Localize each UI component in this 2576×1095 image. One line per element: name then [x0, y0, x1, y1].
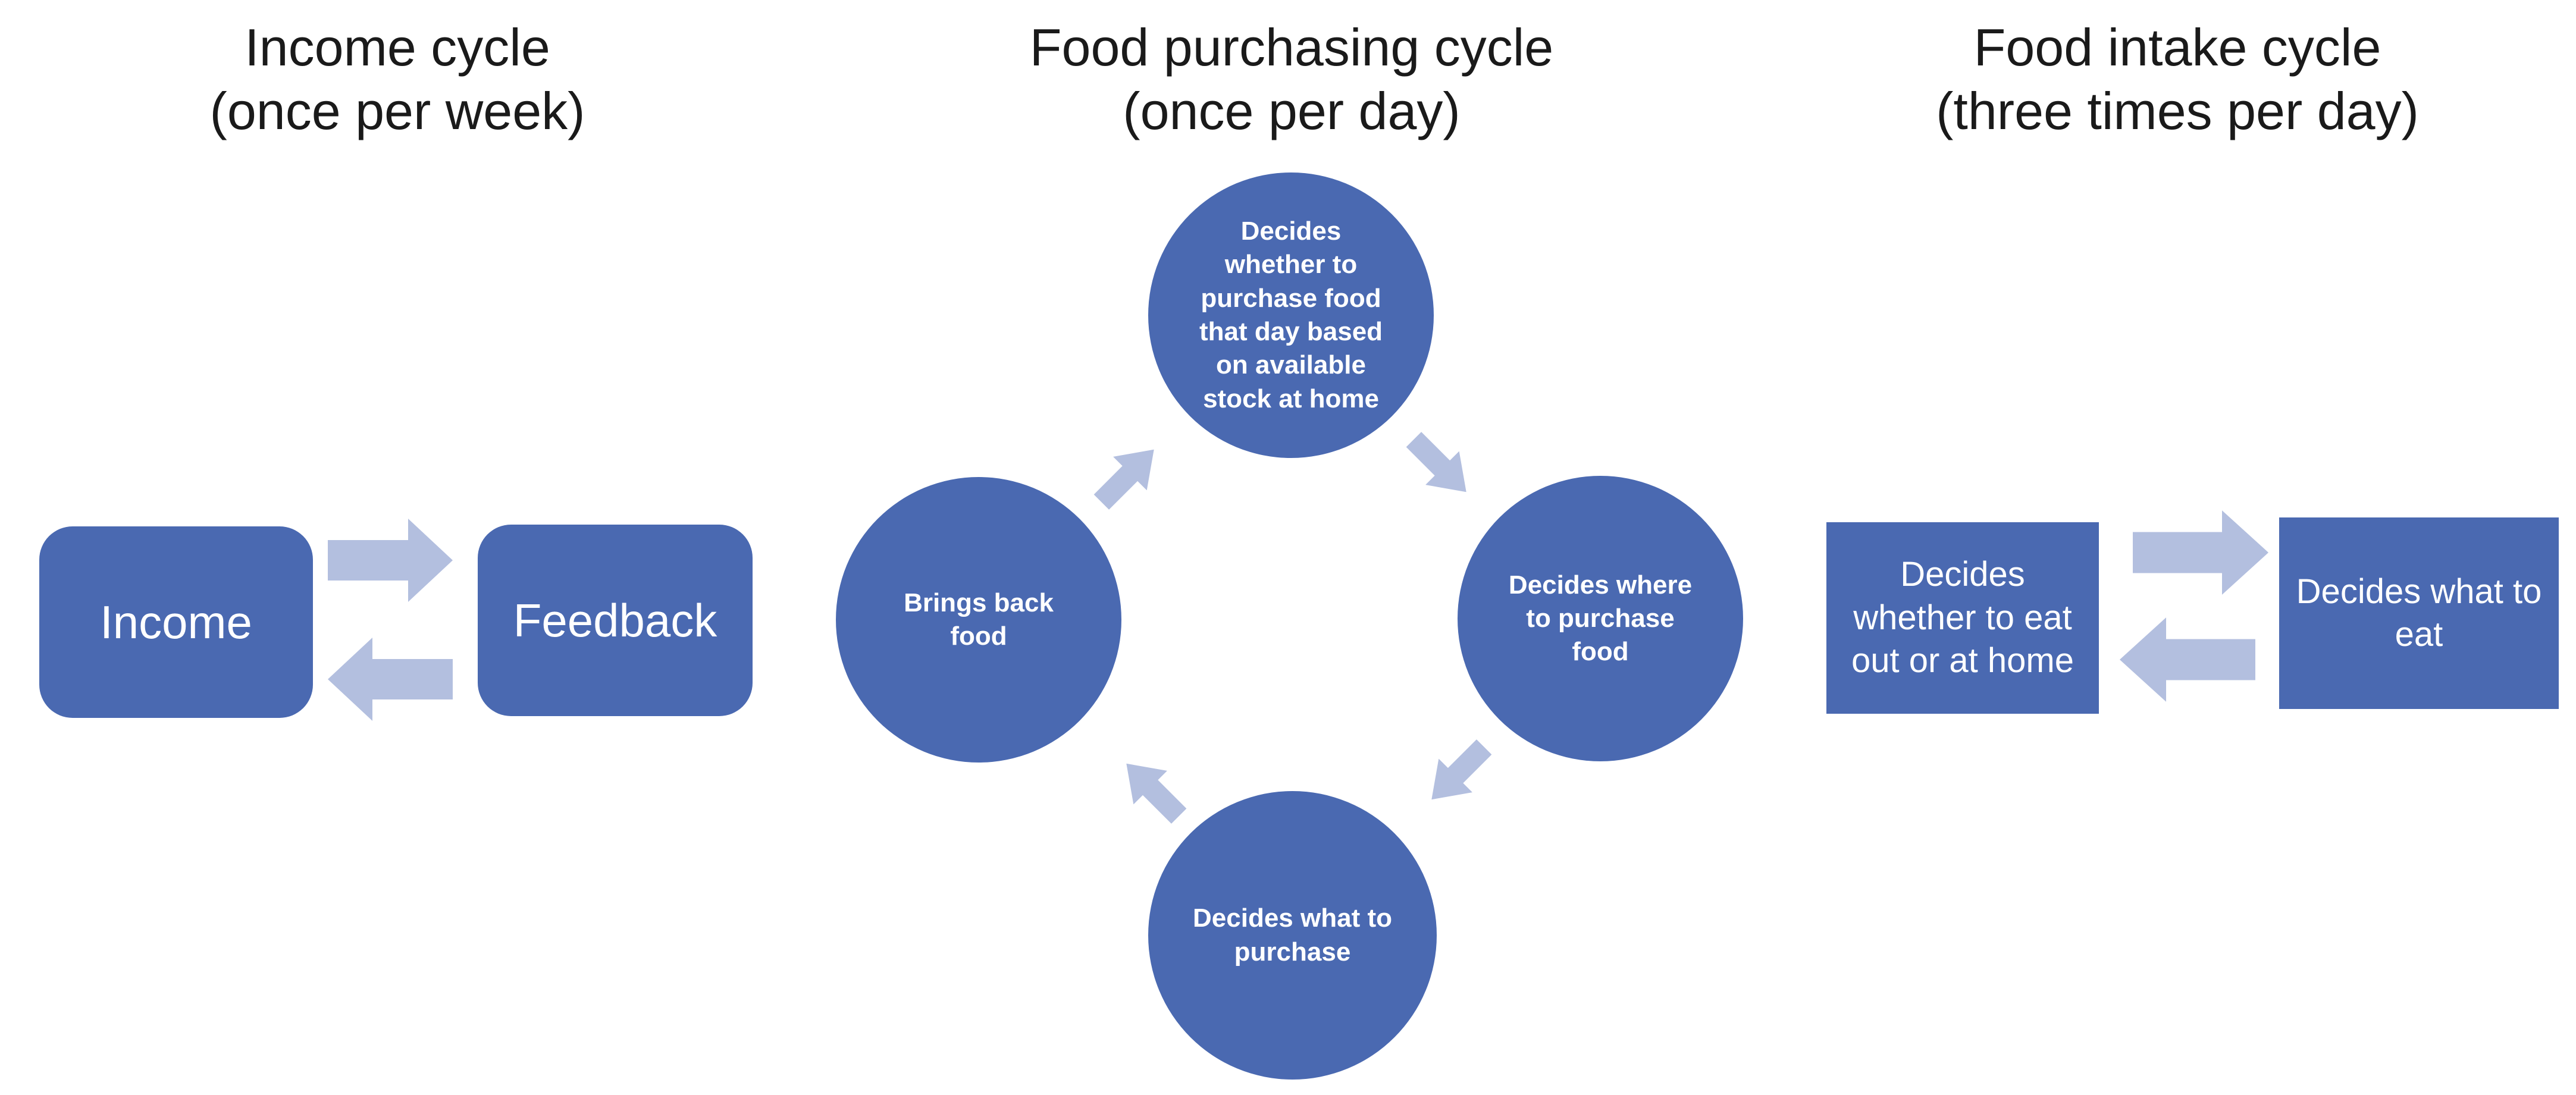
what-to-eat-node: Decides what to eat — [2279, 517, 2559, 709]
income-node-label: Income — [100, 595, 252, 648]
eat-out-or-home-node-label: Decides whether to eat out or at home — [1851, 555, 2074, 680]
purchasing-left-circle-label: Brings back food — [904, 588, 1054, 651]
food-purchasing-cycle-title-line1: Food purchasing cycle — [1029, 18, 1554, 77]
arrow-eat-decision-to-what-icon — [2133, 510, 2268, 595]
income-cycle-title-line1: Income cycle — [245, 18, 550, 77]
arrow-left-to-top-circle-icon — [1085, 433, 1171, 519]
income-cycle-title: Income cycle (once per week) — [100, 15, 695, 143]
purchasing-bottom-circle-label: Decides what to purchase — [1193, 903, 1392, 967]
food-purchasing-cycle-title: Food purchasing cycle (once per day) — [994, 15, 1589, 143]
arrow-what-to-eat-decision-icon — [2120, 617, 2255, 702]
feedback-node-label: Feedback — [513, 594, 717, 647]
purchasing-left-circle: Brings back food — [836, 477, 1121, 763]
purchasing-top-circle: Decides whether to purchase food that da… — [1148, 172, 1434, 458]
purchasing-right-circle-label: Decides where to purchase food — [1508, 570, 1693, 667]
arrow-income-to-feedback-icon — [327, 519, 453, 602]
food-intake-cycle-title-line2: (three times per day) — [1936, 81, 2419, 141]
arrow-right-to-bottom-circle-icon — [1415, 730, 1501, 817]
arrow-top-to-right-circle-icon — [1397, 423, 1483, 509]
purchasing-bottom-circle: Decides what to purchase — [1148, 791, 1437, 1080]
arrow-bottom-to-left-circle-icon — [1110, 747, 1196, 833]
what-to-eat-node-label: Decides what to eat — [2296, 572, 2542, 654]
feedback-node: Feedback — [478, 525, 753, 716]
food-intake-cycle-title-line1: Food intake cycle — [1973, 18, 2381, 77]
purchasing-right-circle: Decides where to purchase food — [1458, 476, 1743, 761]
income-node: Income — [39, 526, 313, 718]
arrow-feedback-to-income-icon — [327, 638, 453, 721]
purchasing-top-circle-label: Decides whether to purchase food that da… — [1199, 217, 1383, 413]
food-purchasing-cycle-title-line2: (once per day) — [1123, 81, 1461, 141]
food-intake-cycle-title: Food intake cycle (three times per day) — [1880, 15, 2475, 143]
income-cycle-title-line2: (once per week) — [209, 81, 585, 141]
eat-out-or-home-node: Decides whether to eat out or at home — [1826, 522, 2099, 714]
